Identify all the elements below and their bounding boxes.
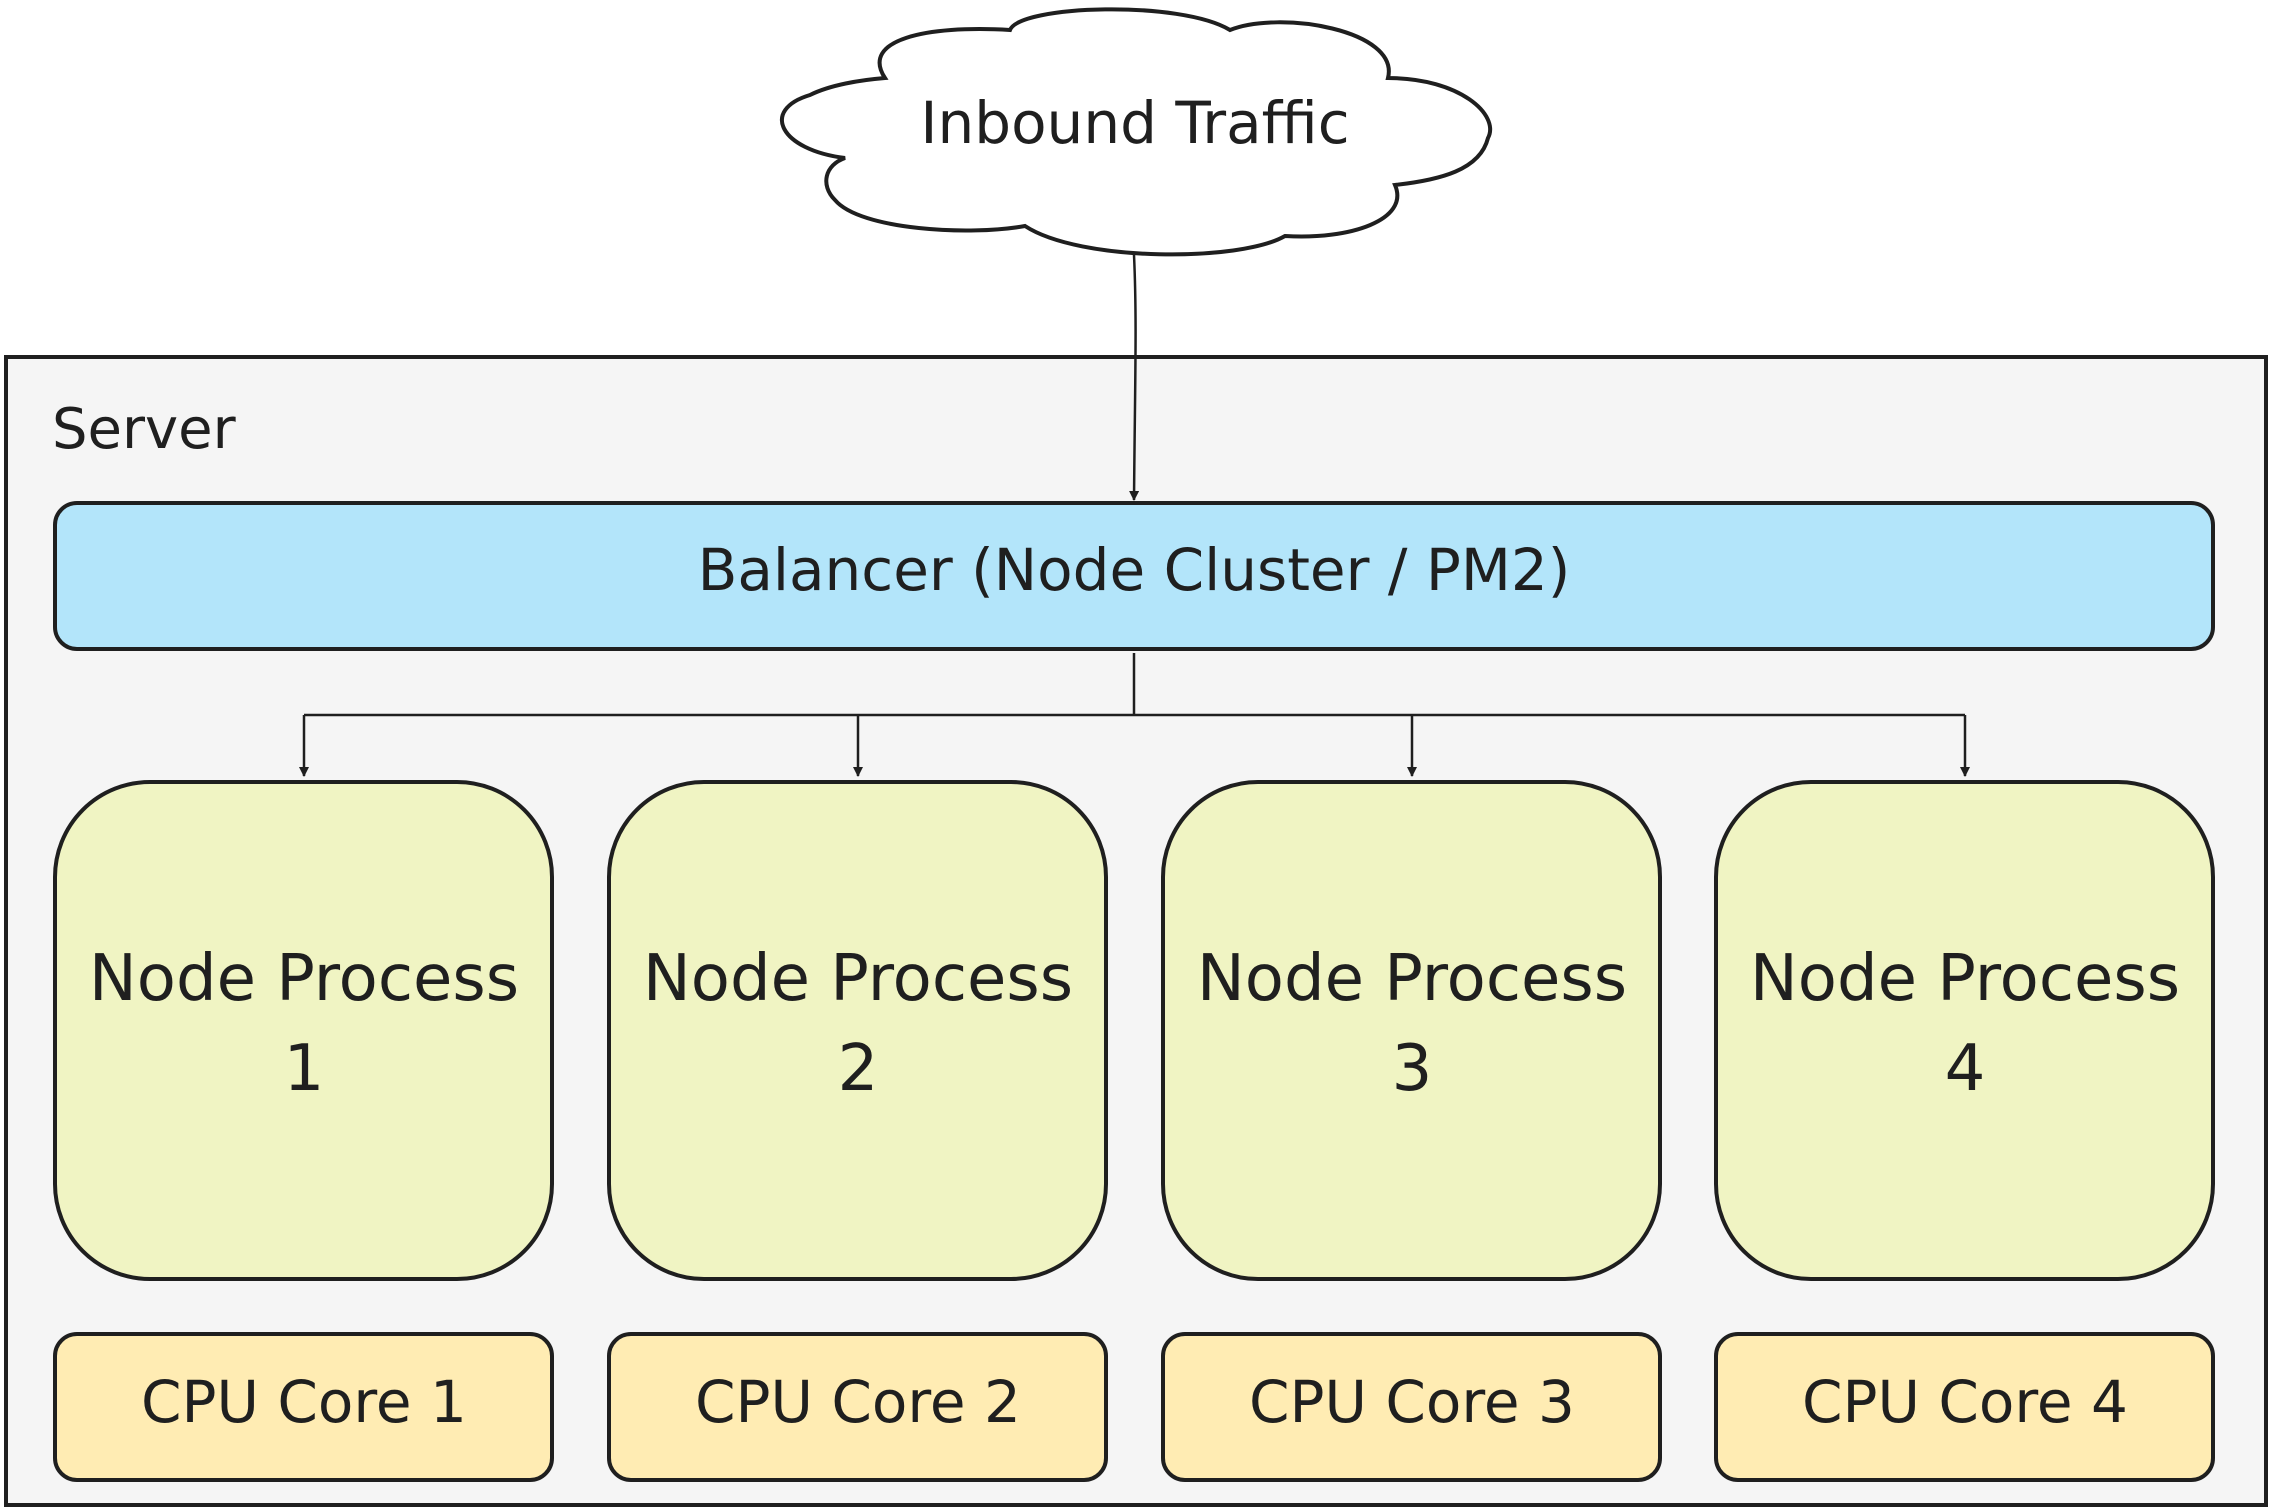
cpu-core-2: CPU Core 2 [607, 1332, 1108, 1482]
cloud-label: Inbound Traffic [920, 89, 1349, 157]
process-2-number: 2 [838, 1032, 879, 1106]
cloud-shape [779, 7, 1492, 257]
node-process-2: Node Process 2 [607, 780, 1108, 1281]
cpu-core-4-label: CPU Core 4 [1802, 1368, 2128, 1436]
process-2-title: Node Process [643, 942, 1073, 1016]
process-4-title: Node Process [1750, 942, 2180, 1016]
node-process-3: Node Process 3 [1161, 780, 1662, 1281]
process-1-title: Node Process [89, 942, 519, 1016]
cpu-core-2-label: CPU Core 2 [695, 1368, 1021, 1436]
cpu-core-1: CPU Core 1 [53, 1332, 554, 1482]
process-1-number: 1 [284, 1032, 325, 1106]
inbound-traffic-cloud: Inbound Traffic [779, 7, 1492, 257]
cpu-core-3-label: CPU Core 3 [1249, 1368, 1575, 1436]
cpu-core-1-label: CPU Core 1 [141, 1368, 467, 1436]
cpu-core-3: CPU Core 3 [1161, 1332, 1662, 1482]
cpu-core-4: CPU Core 4 [1714, 1332, 2215, 1482]
server-label: Server [52, 397, 237, 462]
traffic-arrow [1129, 254, 1140, 501]
process-3-number: 3 [1392, 1032, 1433, 1106]
balancer-label: Balancer (Node Cluster / PM2) [698, 536, 1571, 604]
node-process-4: Node Process 4 [1714, 780, 2215, 1281]
balancer-connectors [299, 653, 1970, 777]
process-3-title: Node Process [1197, 942, 1627, 1016]
node-process-1: Node Process 1 [53, 780, 554, 1281]
process-4-number: 4 [1945, 1032, 1986, 1106]
balancer-box [53, 501, 2215, 651]
